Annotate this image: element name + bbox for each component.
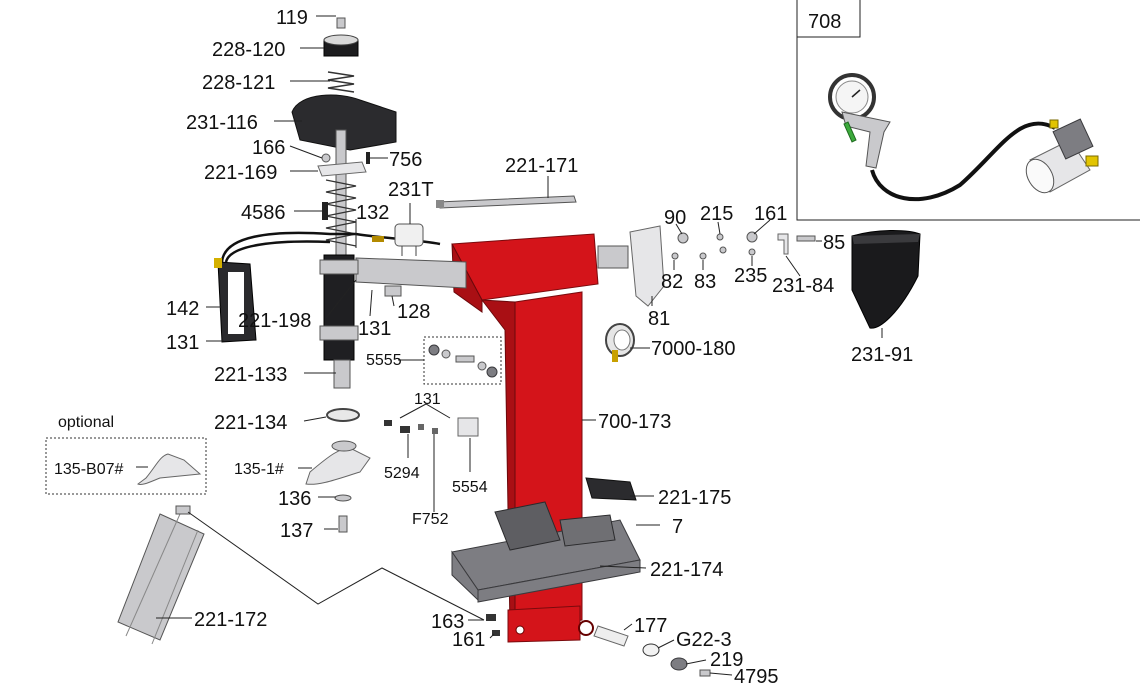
label-83: 83 — [694, 271, 716, 293]
label-756: 756 — [389, 149, 422, 171]
label-5294: 5294 — [384, 465, 420, 482]
cover-231-91-icon — [851, 230, 921, 329]
label-231T: 231T — [388, 179, 434, 201]
label-221-171: 221-171 — [505, 155, 578, 177]
label-4586: 4586 — [241, 202, 286, 224]
label-137: 137 — [280, 520, 313, 542]
leader-lines — [136, 15, 883, 676]
label-231-84: 231-84 — [772, 275, 834, 297]
label-231-91: 231-91 — [851, 344, 913, 366]
label-221-198: 221-198 — [238, 310, 311, 332]
pressure-switch-231T-icon — [394, 223, 424, 256]
bolt-119-icon — [336, 17, 346, 29]
label-135-B07: 135-B07# — [54, 461, 123, 478]
label-221-133: 221-133 — [214, 364, 287, 386]
label-4795: 4795 — [734, 666, 779, 688]
spring-228-121-icon — [327, 71, 355, 93]
handle-231-116-icon — [291, 94, 397, 151]
label-5554: 5554 — [452, 479, 488, 496]
air-hose-icon — [870, 121, 1056, 202]
label-132: 132 — [356, 202, 389, 224]
optional-caption: optional — [58, 414, 114, 431]
base-221-174 — [451, 501, 641, 603]
label-131-arm: 131 — [358, 318, 391, 340]
label-90: 90 — [664, 207, 686, 229]
label-219: 219 — [710, 649, 743, 671]
cylinder-221-172-icon — [117, 505, 205, 645]
label-177: 177 — [634, 615, 667, 637]
label-221-175: 221-175 — [658, 487, 731, 509]
label-228-121: 228-121 — [202, 72, 275, 94]
head-135-1-icon — [305, 440, 371, 533]
label-221-134: 221-134 — [214, 412, 287, 434]
label-221-169: 221-169 — [204, 162, 277, 184]
label-128: 128 — [397, 301, 430, 323]
label-163: 163 — [431, 611, 464, 633]
label-142: 142 — [166, 298, 199, 320]
label-7: 7 — [672, 516, 683, 538]
bracket-142-icon — [214, 258, 257, 343]
ring-221-134-icon — [326, 408, 360, 422]
plate-221-169-icon — [317, 161, 367, 177]
label-131-screws: 131 — [414, 391, 441, 408]
label-5555: 5555 — [366, 352, 402, 369]
label-161-top: 161 — [754, 203, 787, 225]
label-228-120: 228-120 — [212, 39, 285, 61]
vertical-shaft-assembly — [291, 17, 397, 422]
screws-131-icon — [384, 417, 479, 437]
label-81: 81 — [648, 308, 670, 330]
label-7000-180: 7000-180 — [651, 338, 736, 360]
label-G22-3: G22-3 — [676, 629, 732, 651]
label-F752: F752 — [412, 511, 449, 528]
label-119: 119 — [276, 7, 308, 29]
label-136: 136 — [278, 488, 311, 510]
kit-5555-icon — [423, 336, 502, 385]
label-166: 166 — [252, 137, 285, 159]
label-215: 215 — [700, 203, 733, 225]
label-85: 85 — [823, 232, 845, 254]
inset-708: 708 — [796, 0, 1140, 221]
pin-parts-icon — [486, 614, 711, 677]
label-135-1: 135-1# — [234, 461, 284, 478]
plate-221-175-icon — [585, 477, 637, 501]
bar-221-171-icon — [436, 195, 577, 209]
valve-unit-icon — [1025, 118, 1099, 194]
gauge-7000-180-icon — [605, 323, 635, 362]
part-labels: 119 228-120 228-121 231-116 166 756 221-… — [54, 7, 913, 688]
inflator-gun-icon — [841, 111, 891, 169]
trigger-icon — [843, 121, 857, 143]
plate-81-icon — [629, 225, 665, 307]
label-221-172: 221-172 — [194, 609, 267, 631]
optional-box — [45, 437, 207, 495]
label-235: 235 — [734, 265, 767, 287]
label-82: 82 — [661, 271, 683, 293]
washers-icon — [671, 231, 816, 260]
label-700-173: 700-173 — [598, 411, 671, 433]
label-231-116: 231-116 — [186, 112, 258, 134]
label-161-bottom: 161 — [452, 629, 485, 651]
label-131-left: 131 — [166, 332, 199, 354]
horizontal-arm — [355, 245, 629, 297]
inset-title: 708 — [808, 11, 841, 33]
label-221-174: 221-174 — [650, 559, 723, 581]
